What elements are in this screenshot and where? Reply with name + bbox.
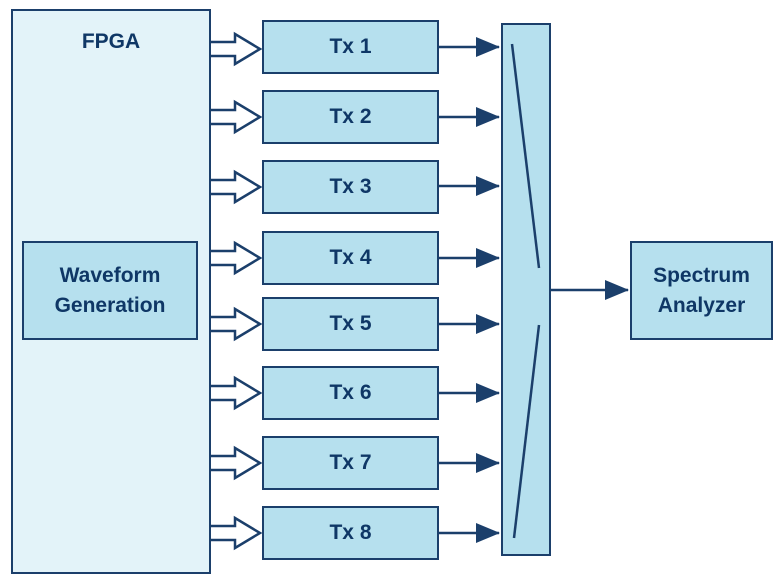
tx-4-label: Tx 4	[329, 246, 372, 269]
tx-1-block: Tx 1	[262, 20, 439, 74]
bus-arrow-tx-7	[211, 445, 263, 481]
spectrum-analyzer-label-line2: Analyzer	[657, 293, 746, 317]
tx-7-block: Tx 7	[262, 436, 439, 490]
combiner-block	[501, 23, 551, 556]
tx-5-label: Tx 5	[329, 312, 372, 335]
fpga-label: FPGA	[81, 30, 141, 53]
tx-1-label: Tx 1	[329, 35, 372, 58]
bus-arrow-tx-4	[211, 240, 263, 276]
tx-3-label: Tx 3	[329, 175, 372, 198]
waveform-generation-block: Waveform Generation	[22, 241, 198, 340]
bus-arrow-tx-5	[211, 306, 263, 342]
spectrum-analyzer-block: Spectrum Analyzer	[630, 241, 773, 340]
tx-5-block: Tx 5	[262, 297, 439, 351]
tx-3-block: Tx 3	[262, 160, 439, 214]
bus-arrow-tx-3	[211, 169, 263, 205]
waveform-generation-label-line2: Generation	[54, 293, 166, 317]
tx-6-label: Tx 6	[329, 381, 372, 404]
tx-7-label: Tx 7	[329, 451, 372, 474]
tx-6-block: Tx 6	[262, 366, 439, 420]
bus-arrow-tx-6	[211, 375, 263, 411]
tx-8-label: Tx 8	[329, 521, 372, 544]
switch-contact-lower	[512, 324, 541, 539]
waveform-generation-label-line1: Waveform	[59, 263, 161, 287]
tx-4-block: Tx 4	[262, 231, 439, 285]
bus-arrow-tx-2	[211, 99, 263, 135]
tx-2-block: Tx 2	[262, 90, 439, 144]
tx-8-block: Tx 8	[262, 506, 439, 560]
bus-arrow-tx-8	[211, 515, 263, 551]
bus-arrow-tx-1	[211, 31, 263, 67]
tx-2-label: Tx 2	[329, 105, 372, 128]
spectrum-analyzer-label-line1: Spectrum	[653, 263, 750, 287]
switch-contact-upper	[510, 43, 541, 269]
